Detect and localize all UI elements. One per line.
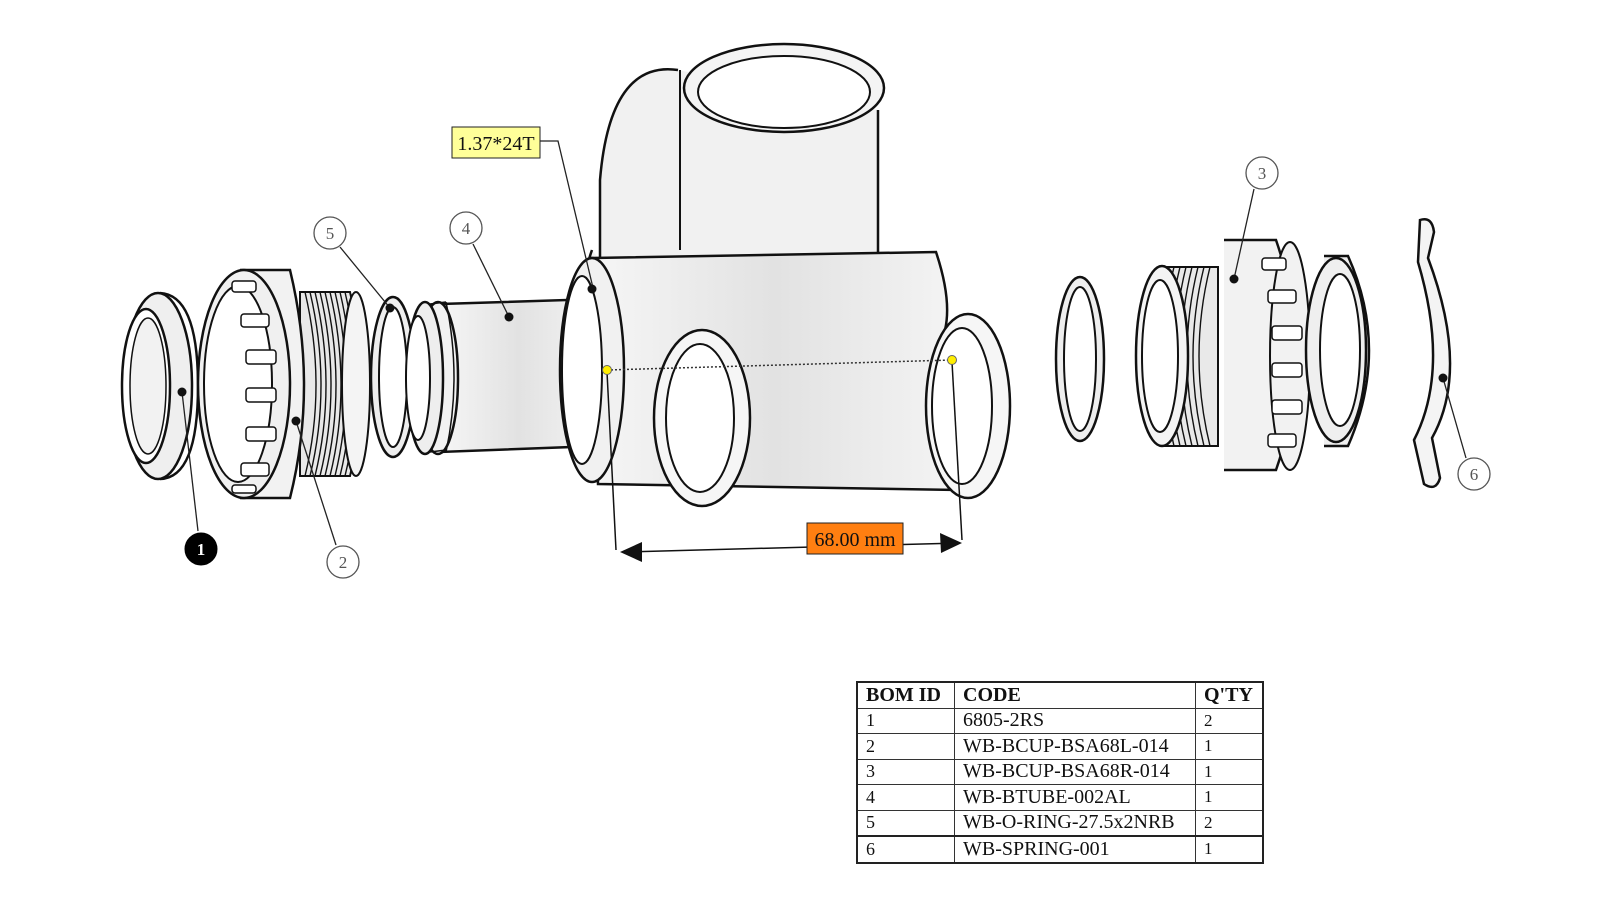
thread-spec-text: 1.37*24T — [457, 133, 534, 155]
table-row: 1 6805-2RS 2 — [856, 707, 1264, 734]
bom-code: WB-O-RING-27.5x2NRB — [954, 809, 1196, 837]
table-row: 2 WB-BCUP-BSA68L-014 1 — [856, 733, 1264, 760]
bom-header-row: BOM ID CODE Q'TY — [856, 681, 1264, 709]
bb-tube-part — [405, 297, 600, 456]
bearing-left-part — [120, 291, 200, 481]
shell-width-dimension — [602, 355, 963, 562]
bom-code: WB-BCUP-BSA68R-014 — [954, 758, 1196, 785]
bom-code: WB-SPRING-001 — [954, 835, 1196, 863]
thread-spec-annotation: 1.37*24T — [451, 126, 597, 294]
callout-2: 2 — [291, 416, 360, 579]
table-row: 6 WB-SPRING-001 1 — [856, 835, 1264, 863]
table-row: 5 WB-O-RING-27.5x2NRB 2 — [856, 809, 1264, 837]
bom-header-qty: Q'TY — [1195, 681, 1264, 709]
callout-5-number: 5 — [326, 224, 335, 243]
bb-shell-frame — [558, 42, 1012, 508]
bom-qty: 1 — [1195, 835, 1264, 863]
bom-id: 1 — [856, 707, 955, 734]
bom-qty: 1 — [1195, 784, 1264, 811]
spring-clip-part — [1412, 218, 1452, 489]
bom-qty: 2 — [1195, 707, 1264, 734]
callout-4: 4 — [449, 211, 514, 322]
table-row: 4 WB-BTUBE-002AL 1 — [856, 784, 1264, 811]
bom-id: 4 — [856, 784, 955, 811]
bom-id: 6 — [856, 835, 955, 863]
bom-header-code: CODE — [954, 681, 1196, 709]
callout-4-number: 4 — [462, 219, 471, 238]
bom-id: 5 — [856, 809, 955, 837]
callout-2-number: 2 — [339, 553, 348, 572]
bom-table: BOM ID CODE Q'TY 1 6805-2RS 2 2 WB-BCUP-… — [856, 681, 1264, 864]
callout-1-number: 1 — [197, 540, 206, 559]
dimension-value: 68.00 mm — [814, 529, 896, 551]
bb-cup-left-part — [196, 268, 371, 500]
bom-qty: 2 — [1195, 809, 1264, 837]
callout-5: 5 — [313, 216, 395, 313]
bom-header-id: BOM ID — [856, 681, 955, 709]
bom-code: WB-BCUP-BSA68L-014 — [954, 733, 1196, 760]
bom-id: 2 — [856, 733, 955, 760]
callout-6: 6 — [1438, 373, 1491, 491]
dimension-label: 68.00 mm — [806, 522, 904, 555]
bom-id: 3 — [856, 758, 955, 785]
bom-code: 6805-2RS — [954, 707, 1196, 734]
table-row: 3 WB-BCUP-BSA68R-014 1 — [856, 758, 1264, 785]
o-ring-right-part — [1054, 275, 1106, 443]
callout-3: 3 — [1229, 156, 1279, 284]
bom-qty: 1 — [1195, 733, 1264, 760]
bom-code: WB-BTUBE-002AL — [954, 784, 1196, 811]
bb-cup-right-part — [1134, 238, 1371, 472]
callout-3-number: 3 — [1258, 164, 1267, 183]
callout-1: 1 — [177, 387, 218, 566]
bom-qty: 1 — [1195, 758, 1264, 785]
callout-6-number: 6 — [1470, 465, 1479, 484]
